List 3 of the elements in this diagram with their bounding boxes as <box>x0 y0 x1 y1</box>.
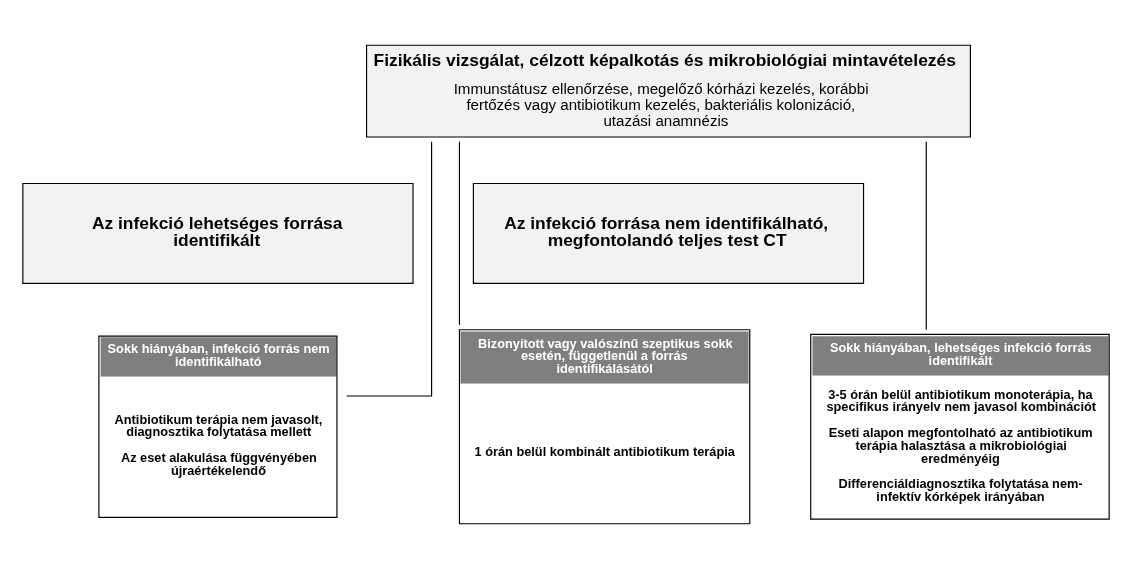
connector <box>925 141 927 331</box>
connector <box>458 141 461 326</box>
connector <box>345 141 433 397</box>
